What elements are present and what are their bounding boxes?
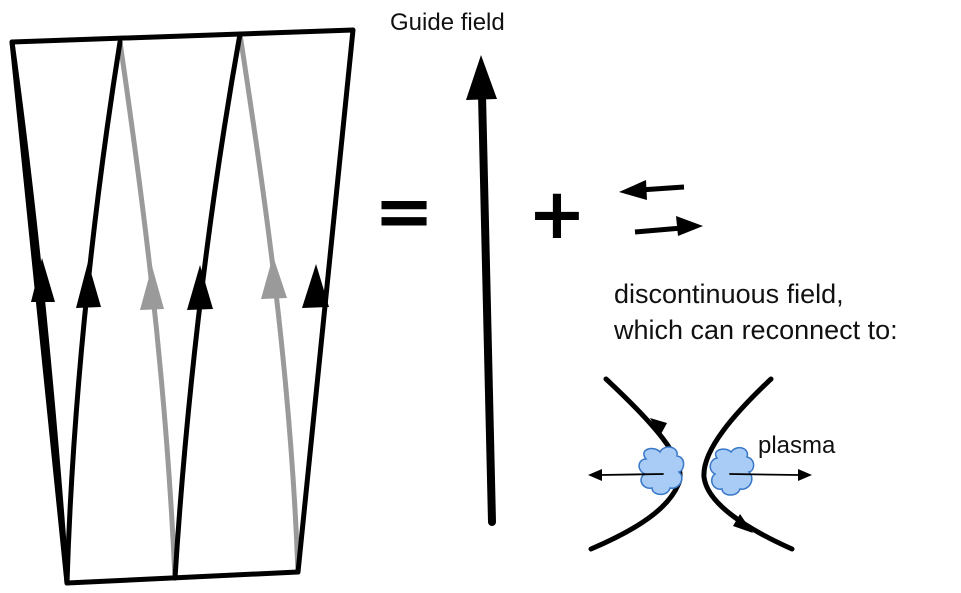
up-arrow-icon	[31, 258, 55, 302]
arrowhead-icon	[650, 418, 667, 436]
right-arrow-icon	[798, 469, 812, 481]
description-line-1: discontinuous field,	[614, 279, 844, 309]
equals-sign: =	[374, 169, 434, 253]
twisted-field-tube	[9, 27, 356, 586]
field-line-back-1	[117, 39, 178, 581]
plus-sign: +	[528, 173, 587, 255]
field-line-front-2	[172, 31, 243, 581]
plasma-label: plasma	[758, 432, 836, 459]
opposing-field-arrows	[619, 180, 703, 236]
up-arrow-icon	[261, 256, 287, 299]
tube-arrowheads	[31, 256, 329, 310]
guide-field-label: Guide field	[390, 9, 505, 36]
reconnection-inset	[588, 376, 812, 552]
up-arrow-icon	[76, 262, 101, 308]
field-line-back-2	[237, 31, 301, 575]
field-line-front-1	[64, 39, 123, 586]
up-arrow-icon	[302, 264, 329, 308]
right-plasma-blob	[709, 446, 755, 496]
left-arrow-icon	[619, 180, 647, 200]
up-arrow-icon	[187, 265, 213, 310]
description-line-2: which can reconnect to:	[613, 315, 898, 345]
right-curved-field-line	[701, 376, 795, 552]
up-arrow-icon	[140, 266, 164, 310]
right-arrow-icon	[676, 216, 703, 236]
field-line-front-3	[9, 39, 70, 586]
left-arrow-icon	[588, 469, 602, 481]
guide-field-arrow	[466, 55, 497, 526]
up-arrow-icon	[466, 55, 497, 100]
arrowhead-icon	[733, 514, 753, 533]
left-plasma-blob	[638, 446, 685, 496]
